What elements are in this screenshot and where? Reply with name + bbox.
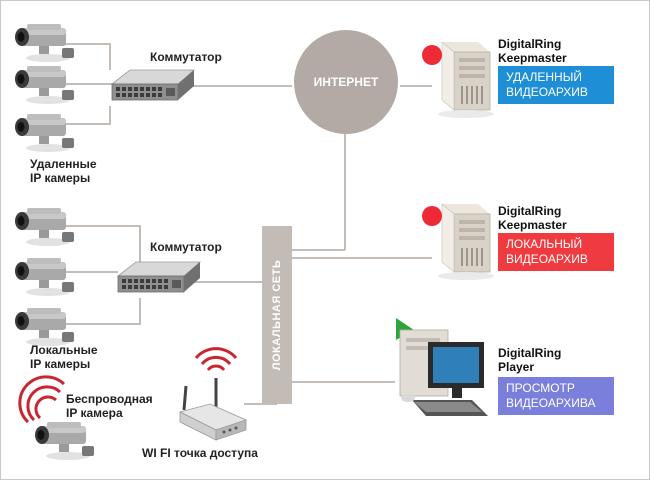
- server-status-dot: [422, 45, 442, 65]
- ip-camera-icon: [15, 24, 74, 62]
- line-cam3-switch1: [62, 106, 111, 125]
- local-cameras-label: Локальные IP камеры: [30, 343, 98, 371]
- wifi-router-icon: [178, 378, 248, 441]
- wireless-camera-label: Беспроводная IP камера: [66, 392, 153, 420]
- wireless-signal-icon: [18, 375, 66, 424]
- tag-line2: ВИДЕОАРХИВ: [506, 252, 588, 266]
- connection-lines: [62, 43, 432, 405]
- remote-cameras-label-line1: Удаленные: [30, 157, 97, 171]
- server-status-dot: [422, 206, 442, 226]
- remote-cameras-label: Удаленные IP камеры: [30, 157, 97, 185]
- lan-label-wrap: ЛОКАЛЬНАЯ СЕТЬ: [262, 226, 292, 404]
- server-tower-icon: [437, 41, 495, 119]
- lan-label: ЛОКАЛЬНАЯ СЕТЬ: [271, 259, 284, 371]
- ip-camera-icon: [15, 308, 74, 346]
- tag-line2: ВИДЕОАРХИВ: [506, 85, 588, 99]
- product-name-line1: DigitalRing: [498, 37, 562, 51]
- player-product: DigitalRing Player: [498, 346, 561, 374]
- line-cam6-switch2: [62, 298, 141, 325]
- product-name-line1: DigitalRing: [498, 346, 562, 360]
- ip-camera-icon: [15, 258, 74, 296]
- product-name-line2: Keepmaster: [498, 51, 567, 65]
- network-switch-icon: [117, 261, 201, 293]
- ip-camera-icon: [35, 422, 94, 460]
- local-switch-label: Коммутатор: [150, 240, 222, 254]
- tag-line1: ЛОКАЛЬНЫЙ: [506, 237, 583, 251]
- workstation-icon: [396, 318, 488, 416]
- local-cameras-label-line2: IP камеры: [30, 357, 91, 371]
- local-archive-tag: ЛОКАЛЬНЫЙ ВИДЕОАРХИВ: [498, 233, 614, 271]
- local-cameras-label-line1: Локальные: [30, 343, 98, 357]
- wireless-camera-label-line2: IP камера: [66, 406, 123, 420]
- line-cam4-switch2: [62, 225, 141, 262]
- view-archive-tag: ПРОСМОТР ВИДЕОАРХИВА: [498, 377, 614, 415]
- remote-cameras-label-line2: IP камеры: [30, 171, 91, 185]
- product-name-line2: Player: [498, 360, 535, 374]
- line-cam1-switch1: [62, 43, 111, 70]
- wireless-camera-label-line1: Беспроводная: [66, 392, 153, 406]
- internet-cloud: [294, 30, 398, 134]
- lan-bar: [262, 226, 292, 404]
- server-tower-icon: [437, 203, 495, 281]
- server-remote-product: DigitalRing Keepmaster: [498, 37, 567, 65]
- product-name-line1: DigitalRing: [498, 204, 562, 218]
- network-switch-icon: [111, 69, 195, 101]
- ip-camera-icon: [15, 66, 74, 104]
- remote-switch-label: Коммутатор: [150, 50, 222, 64]
- wireless-signal-icon: [194, 347, 238, 372]
- tag-line2: ВИДЕОАРХИВА: [506, 396, 596, 410]
- ip-camera-icon: [15, 114, 74, 152]
- tag-line1: УДАЛЕННЫЙ: [506, 70, 582, 84]
- remote-archive-tag: УДАЛЕННЫЙ ВИДЕОАРХИВ: [498, 66, 614, 104]
- product-name-line2: Keepmaster: [498, 218, 567, 232]
- ip-camera-icon: [15, 208, 74, 246]
- server-local-product: DigitalRing Keepmaster: [498, 204, 567, 232]
- wifi-ap-label: WI FI точка доступа: [142, 446, 258, 460]
- internet-label: ИНТЕРНЕТ: [313, 75, 379, 89]
- tag-line1: ПРОСМОТР: [506, 381, 575, 395]
